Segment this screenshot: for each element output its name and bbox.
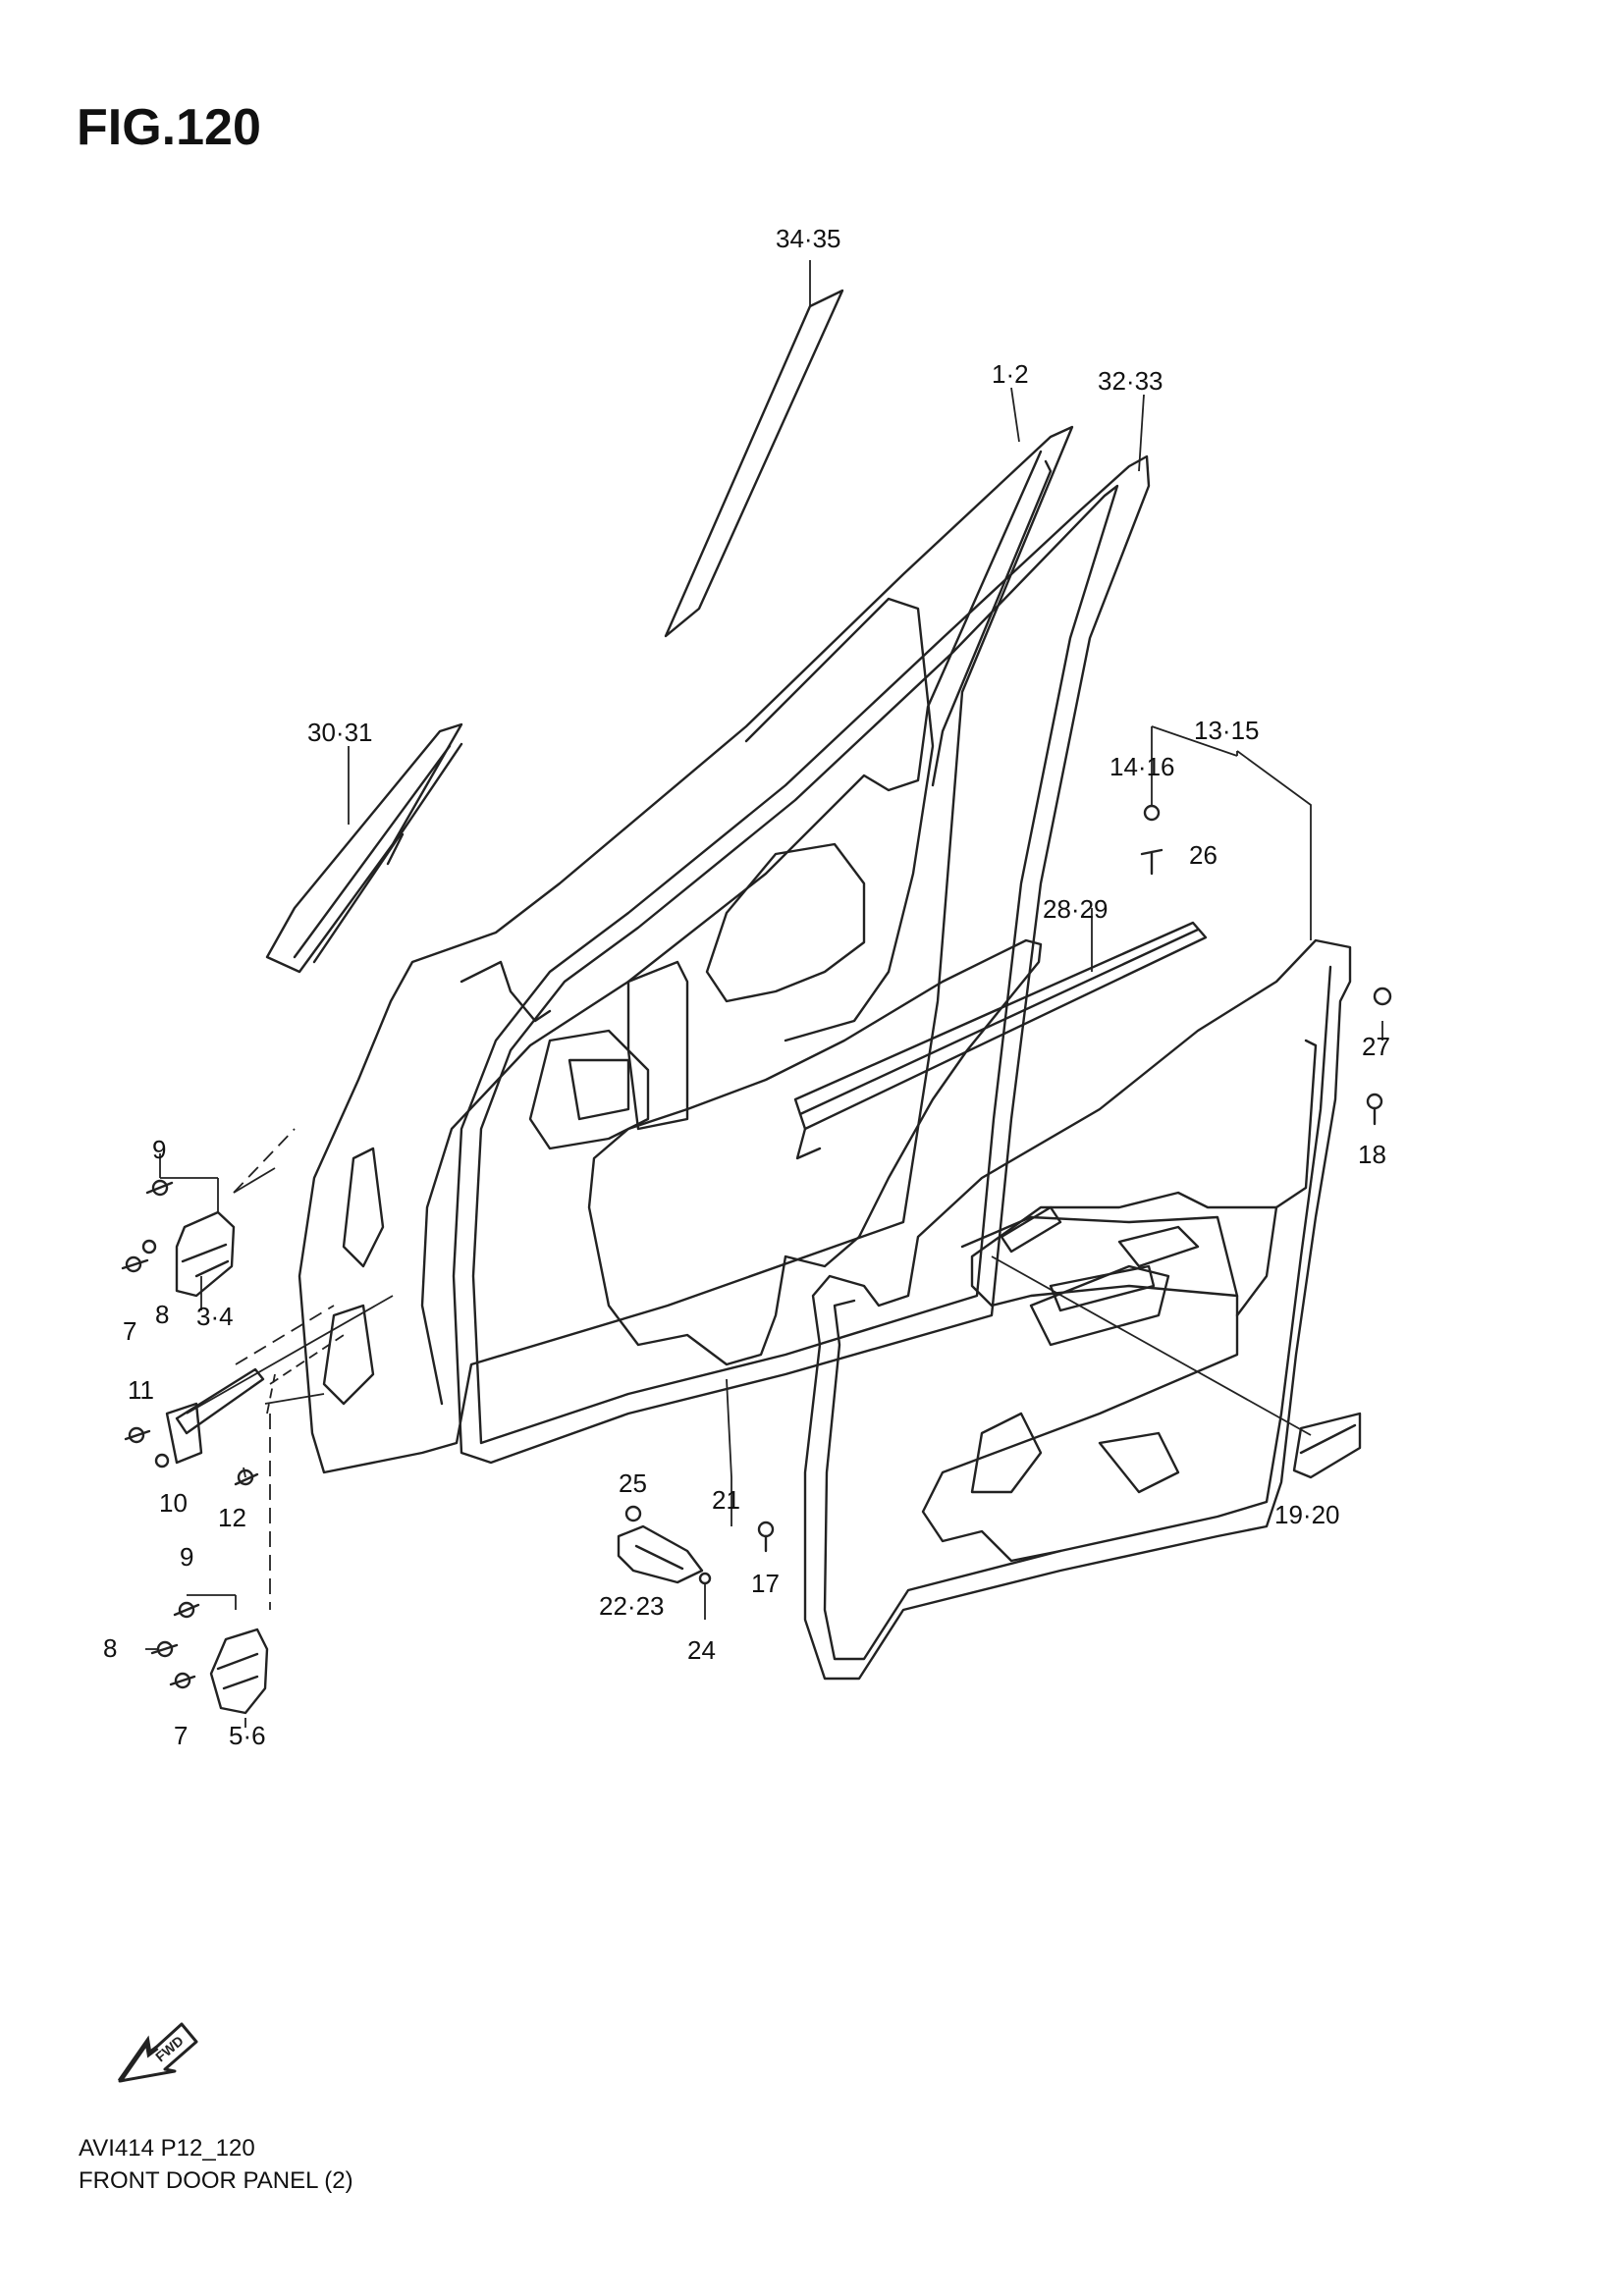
part-window-moulding bbox=[664, 289, 844, 638]
callout-8-lower: 8 bbox=[103, 1633, 117, 1663]
callout-32-33: 32·33 bbox=[1098, 366, 1163, 396]
callout-9-lower: 9 bbox=[180, 1542, 193, 1572]
callout-3-4: 3·4 bbox=[196, 1302, 234, 1331]
part-inner-panel bbox=[587, 938, 1043, 1366]
callout-34-35: 34·35 bbox=[776, 224, 841, 253]
callout-11: 11 bbox=[128, 1375, 154, 1405]
callout-26: 26 bbox=[1189, 840, 1217, 870]
callout-14-16: 14·16 bbox=[1109, 752, 1175, 781]
part-lower-hinge bbox=[209, 1628, 269, 1715]
callout-17: 17 bbox=[751, 1569, 780, 1598]
callout-1-2: 1·2 bbox=[992, 359, 1029, 389]
callout-24: 24 bbox=[687, 1635, 716, 1665]
callout-25: 25 bbox=[619, 1468, 647, 1498]
part-upper-hinge bbox=[175, 1210, 236, 1298]
part-vent-sash bbox=[265, 722, 463, 974]
callout-7-lower: 7 bbox=[174, 1721, 188, 1750]
callout-10: 10 bbox=[159, 1488, 188, 1518]
part-handle-bezel bbox=[1292, 1412, 1362, 1479]
callout-18: 18 bbox=[1358, 1140, 1386, 1169]
part-door-shell bbox=[298, 425, 1074, 1474]
fwd-arrow-icon: FWD bbox=[117, 2022, 198, 2083]
callout-7-upper: 7 bbox=[123, 1316, 136, 1346]
figure-name: FRONT DOOR PANEL (2) bbox=[79, 2167, 353, 2194]
part-belt-moulding bbox=[793, 921, 1208, 1131]
callout-21: 21 bbox=[712, 1485, 740, 1515]
callout-5-6: 5·6 bbox=[229, 1721, 266, 1750]
callout-30-31: 30·31 bbox=[307, 718, 373, 747]
part-door-checker bbox=[175, 1367, 265, 1435]
part-trim-panel bbox=[803, 938, 1352, 1681]
callout-13-15: 13·15 bbox=[1194, 716, 1260, 745]
part-weatherstrip bbox=[452, 454, 1151, 1465]
callout-27: 27 bbox=[1362, 1032, 1390, 1061]
drawing-code: AVI414 P12_120 bbox=[79, 2135, 255, 2162]
figure-title: FIG.120 bbox=[77, 99, 261, 156]
callout-19-20: 19·20 bbox=[1274, 1500, 1340, 1529]
callout-8-upper: 8 bbox=[155, 1300, 169, 1329]
callout-9-upper: 9 bbox=[152, 1135, 166, 1164]
part-inner-handle bbox=[617, 1524, 704, 1584]
callout-12: 12 bbox=[218, 1503, 246, 1532]
callout-28-29: 28·29 bbox=[1043, 894, 1109, 924]
callout-22-23: 22·23 bbox=[599, 1591, 665, 1621]
